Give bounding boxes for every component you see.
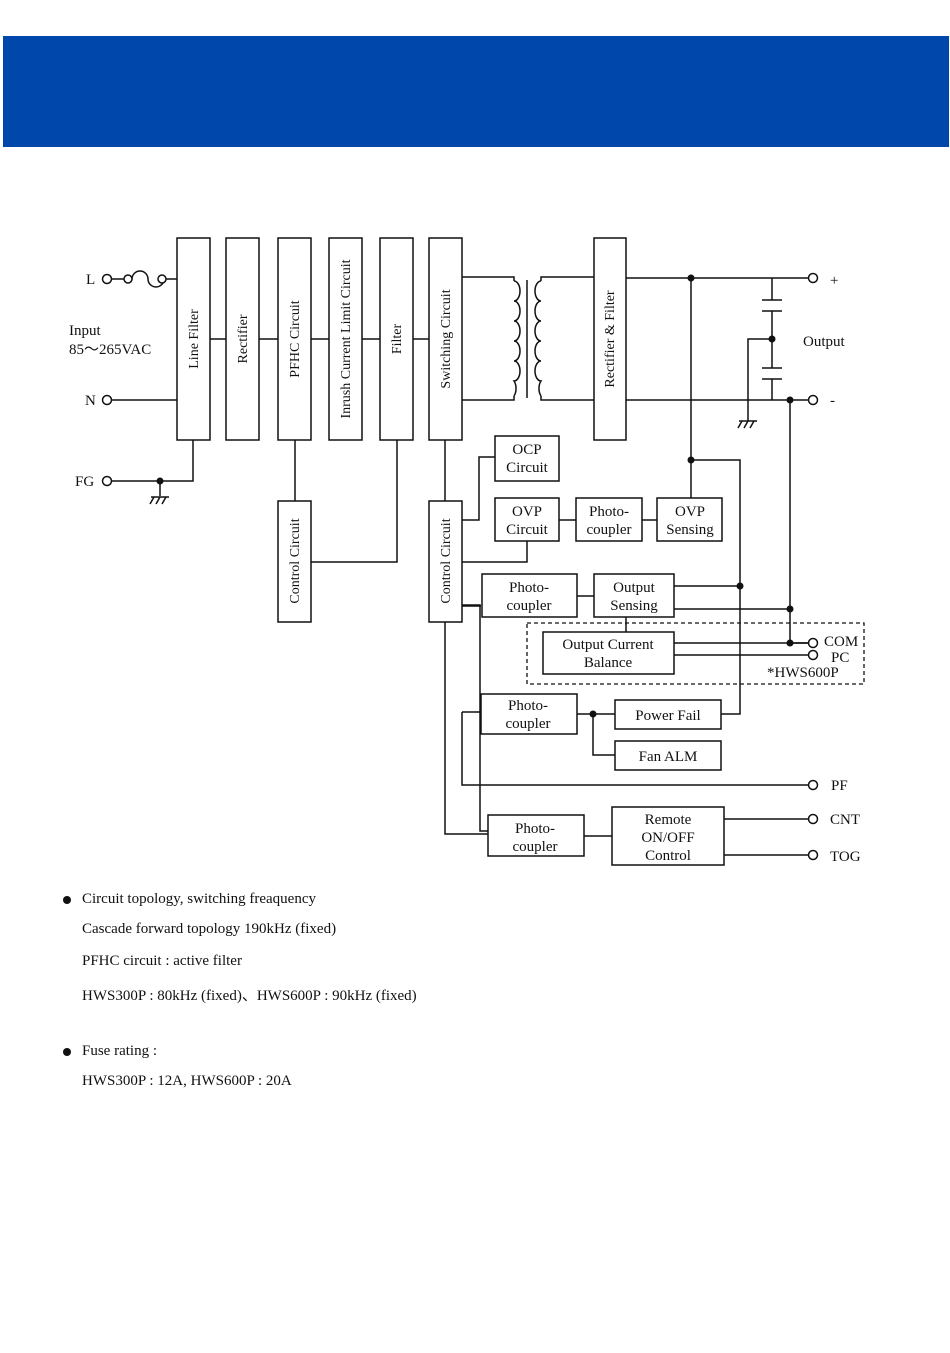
input-label: Input [69, 323, 101, 339]
photo-out-label-1: Photo- [509, 580, 549, 596]
fan-alm-label: Fan ALM [639, 749, 698, 765]
pfhc-label: PFHC Circuit [288, 300, 303, 378]
control-circuit-1-label: Control Circuit [288, 518, 303, 603]
ocb-label-2: Balance [584, 655, 633, 671]
photo-pf-label-2: coupler [506, 716, 551, 732]
junction-dots [156, 274, 794, 718]
output-sensing-label-1: Output [613, 580, 656, 596]
topology-line-2: PFHC circuit : active filter [82, 953, 242, 969]
ocb-label-1: Output Current [562, 637, 654, 653]
terminal-l-label: L [86, 272, 95, 288]
terminal-n-label: N [85, 393, 96, 409]
fuse-symbol [124, 270, 166, 288]
inrush-block [328, 237, 363, 441]
ovp-sensing-label-1: OVP [675, 504, 705, 520]
output-sensing-label-2: Sensing [610, 598, 658, 614]
fuse-title: Fuse rating : [82, 1043, 157, 1059]
output-current-balance-block [542, 631, 675, 675]
photocoupler-output-block [481, 573, 578, 618]
remote-label-2: ON/OFF [641, 830, 694, 846]
ocp-circuit-block [494, 435, 560, 482]
wires [111, 276, 808, 856]
photo-remote-label-1: Photo- [515, 821, 555, 837]
ovp-circuit-block [494, 497, 560, 542]
power-fail-block [614, 699, 722, 730]
terminal-circles [101, 272, 819, 861]
ocp-label-1: OCP [512, 442, 541, 458]
control-circuit-2-label: Control Circuit [439, 518, 454, 603]
terminal-pf-label: PF [831, 778, 848, 794]
rectifier-label: Rectifier [236, 314, 251, 363]
control-circuit-1-block [277, 500, 312, 623]
hws600p-note: *HWS600P [767, 665, 839, 681]
filter-block [379, 237, 414, 441]
topology-line-1: Cascade forward topology 190kHz (fixed) [82, 921, 337, 937]
inrush-label: Inrush Current Limit Circuit [339, 259, 354, 418]
ground-symbol-output [737, 420, 757, 429]
header-banner [3, 36, 949, 147]
rectifier-block [225, 237, 260, 441]
ovp-label-1: OVP [512, 504, 542, 520]
remote-onoff-block [611, 806, 725, 866]
photo-ovp-label-2: coupler [587, 522, 632, 538]
photo-remote-label-2: coupler [513, 839, 558, 855]
fan-alm-block [614, 740, 722, 771]
output-label: Output [803, 334, 846, 350]
terminal-pc-label: PC [831, 650, 849, 666]
topology-line-3: HWS300P : 80kHz (fixed)、HWS600P : 90kHz … [82, 988, 417, 1004]
remote-label-3: Control [645, 848, 691, 864]
photocoupler-ovp-block [575, 497, 643, 542]
terminal-tog-label: TOG [830, 849, 861, 865]
fuse-line-1: HWS300P : 12A, HWS600P : 20A [82, 1073, 292, 1089]
filter-label: Filter [390, 324, 405, 355]
photo-ovp-label-1: Photo- [589, 504, 629, 520]
power-fail-label: Power Fail [635, 708, 700, 724]
hws600p-region [526, 622, 865, 685]
ovp-sensing-label-2: Sensing [666, 522, 714, 538]
photocoupler-pf-block [480, 693, 578, 735]
terminal-com-label: COM [824, 634, 858, 650]
bullet-icon [63, 1048, 71, 1056]
terminal-fg-label: FG [75, 474, 94, 490]
vertical-blocks [176, 237, 627, 623]
ground-symbol-input [149, 496, 169, 505]
rectifier-filter-label: Rectifier & Filter [603, 290, 618, 388]
control-circuit-2-block [428, 500, 463, 623]
rectifier-filter-block [593, 237, 627, 441]
pfhc-block [277, 237, 312, 441]
horizontal-blocks [480, 435, 725, 866]
terminal-minus-label: - [830, 393, 835, 409]
terminal-plus-label: + [830, 273, 838, 289]
switching-label: Switching Circuit [439, 289, 454, 388]
remote-label-1: Remote [645, 812, 692, 828]
photo-pf-label-1: Photo- [508, 698, 548, 714]
topology-title: Circuit topology, switching freaquency [82, 891, 316, 907]
input-range-label: 85～265VAC [69, 342, 151, 358]
line-filter-label: Line Filter [187, 309, 202, 369]
photocoupler-remote-block [487, 814, 585, 857]
bullet-icon [63, 896, 71, 904]
ovp-sensing-block [656, 497, 723, 542]
line-filter-block [176, 237, 211, 441]
terminal-cnt-label: CNT [830, 812, 860, 828]
photo-out-label-2: coupler [507, 598, 552, 614]
ovp-label-2: Circuit [506, 522, 548, 538]
ocp-label-2: Circuit [506, 460, 548, 476]
output-sensing-block [593, 573, 675, 618]
switching-block [428, 237, 463, 441]
